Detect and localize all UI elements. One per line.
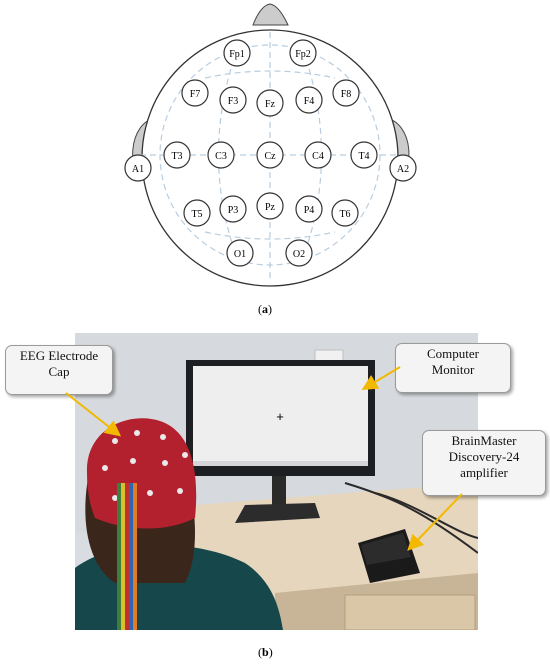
electrode-f3: F3 bbox=[219, 86, 247, 114]
electrode-label-a2: A2 bbox=[397, 164, 409, 175]
electrode-label-t4: T4 bbox=[358, 151, 369, 162]
electrode-t5: T5 bbox=[183, 199, 211, 227]
ribbon-cable bbox=[117, 483, 137, 630]
electrode-label-t6: T6 bbox=[339, 209, 350, 220]
electrode-fz: Fz bbox=[256, 89, 284, 117]
electrode-label-f3: F3 bbox=[228, 96, 239, 107]
electrode-label-o2: O2 bbox=[293, 249, 305, 260]
electrode-label-t5: T5 bbox=[191, 209, 202, 220]
electrode-c3: C3 bbox=[207, 141, 235, 169]
electrode-c4: C4 bbox=[304, 141, 332, 169]
electrode-label-c3: C3 bbox=[215, 151, 227, 162]
electrode-f7: F7 bbox=[181, 79, 209, 107]
electrode-label-f8: F8 bbox=[341, 89, 352, 100]
electrode-a1: A1 bbox=[124, 154, 152, 182]
electrode-layout-diagram: Fp1 Fp2 F7 F3 Fz F4 F8 A1 T3 C3 Cz C4 T4… bbox=[124, 3, 417, 287]
electrode-p4: P4 bbox=[295, 195, 323, 223]
panel-a-letter: a bbox=[262, 302, 268, 316]
panel-a-label: (a) bbox=[258, 302, 272, 316]
electrode-p3: P3 bbox=[219, 195, 247, 223]
callout-amp-line3: amplifier bbox=[460, 465, 508, 480]
electrode-label-f4: F4 bbox=[304, 96, 315, 107]
electrode-fp2: Fp2 bbox=[289, 39, 317, 67]
electrode-fp1: Fp1 bbox=[223, 39, 251, 67]
panel-b-label: (b) bbox=[258, 645, 273, 659]
cap-electrodes bbox=[102, 430, 188, 501]
callout-cap-line1: EEG Electrode bbox=[19, 348, 99, 363]
electrode-o1: O1 bbox=[226, 239, 254, 267]
monitor-screen bbox=[193, 366, 368, 466]
electrode-f4: F4 bbox=[295, 86, 323, 114]
electrode-label-cz: Cz bbox=[264, 151, 276, 162]
callout-amplifier: BrainMaster Discovery-24 amplifier bbox=[422, 430, 546, 496]
electrode-t6: T6 bbox=[331, 199, 359, 227]
electrode-o2: O2 bbox=[285, 239, 313, 267]
panel-b-letter: b bbox=[262, 645, 269, 659]
callout-monitor: Computer Monitor bbox=[395, 343, 511, 393]
callout-monitor-line1: Computer bbox=[427, 346, 479, 361]
callout-amp-line1: BrainMaster bbox=[451, 433, 517, 448]
electrode-label-c4: C4 bbox=[312, 151, 324, 162]
electrode-label-pz: Pz bbox=[265, 202, 276, 213]
electrode-f8: F8 bbox=[332, 79, 360, 107]
electrode-pz: Pz bbox=[256, 192, 284, 220]
electrode-t4: T4 bbox=[350, 141, 378, 169]
electrode-label-fp2: Fp2 bbox=[295, 49, 311, 60]
callout-eeg-cap: EEG Electrode Cap bbox=[5, 345, 113, 395]
electrode-label-p4: P4 bbox=[304, 205, 315, 216]
callout-amp-line2: Discovery-24 bbox=[448, 449, 520, 464]
callout-monitor-line2: Monitor bbox=[431, 362, 475, 377]
callout-cap-line2: Cap bbox=[48, 364, 70, 379]
electrode-label-o1: O1 bbox=[234, 249, 246, 260]
electrode-t3: T3 bbox=[163, 141, 191, 169]
electrode-label-fz: Fz bbox=[265, 99, 276, 110]
eeg-cap bbox=[86, 418, 197, 529]
taskbar bbox=[193, 461, 368, 466]
monitor-neck bbox=[272, 476, 286, 506]
electrode-label-t3: T3 bbox=[171, 151, 182, 162]
fixation-cross: + bbox=[276, 409, 284, 424]
electrode-a2: A2 bbox=[389, 154, 417, 182]
nose bbox=[252, 3, 289, 26]
electrode-label-p3: P3 bbox=[228, 205, 239, 216]
monitor-base bbox=[235, 503, 320, 523]
amplifier-top bbox=[361, 533, 411, 565]
electrode-label-f7: F7 bbox=[190, 89, 201, 100]
electrode-label-fp1: Fp1 bbox=[229, 49, 245, 60]
electrode-cz: Cz bbox=[256, 141, 284, 169]
drawer bbox=[344, 594, 476, 630]
electrode-label-a1: A1 bbox=[132, 164, 144, 175]
